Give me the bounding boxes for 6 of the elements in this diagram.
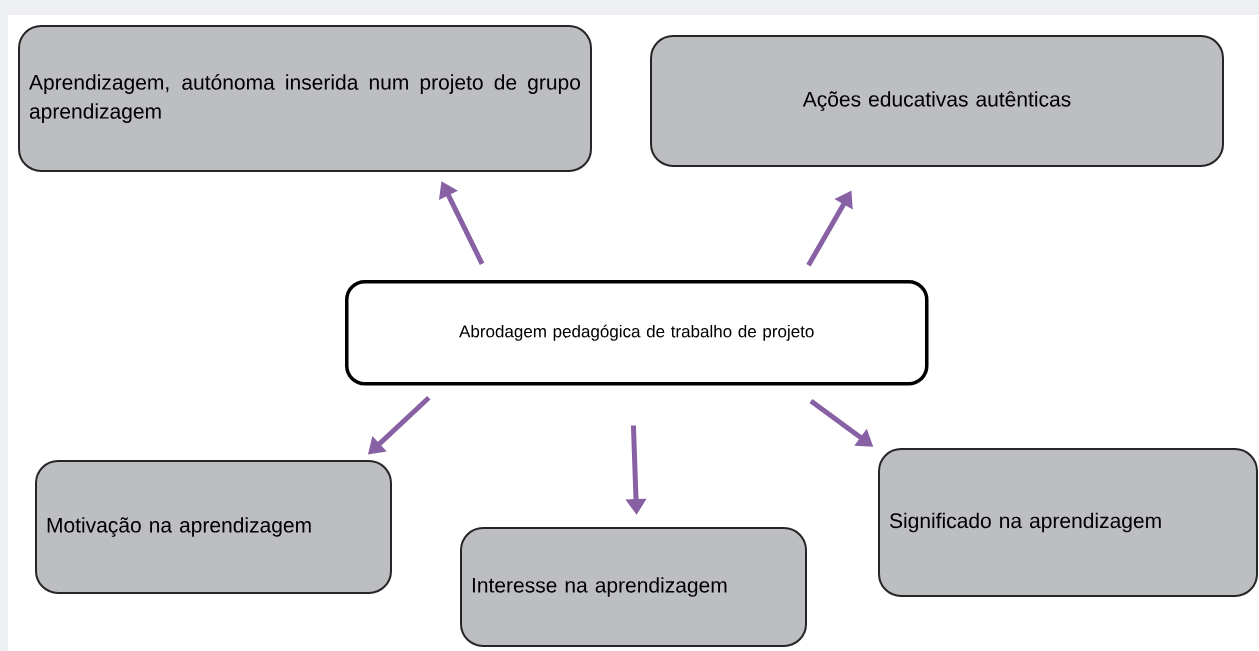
topic-box: Aprendizagem, autónoma inserida num projeto de grupo aprendizagem (18, 25, 592, 172)
main-topic-box: Abrodagem pedagógica de trabalho de projeto (345, 280, 929, 386)
topic-box: Significado na aprendizagem (878, 448, 1258, 597)
topic-box: Motivação na aprendizagem (35, 460, 392, 594)
topic-box: Interesse na aprendizagem (460, 527, 807, 647)
topic-box: Ações educativas autênticas (650, 35, 1224, 167)
